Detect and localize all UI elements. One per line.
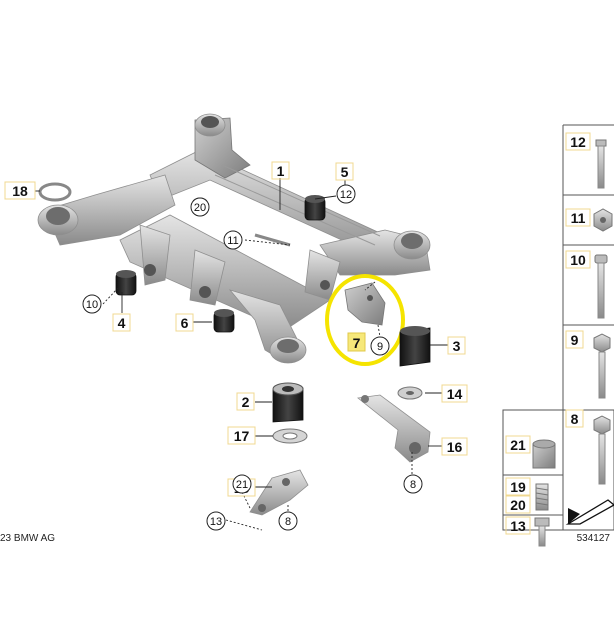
panel-label-19: 19 bbox=[505, 477, 531, 496]
callout-17: 17 bbox=[227, 426, 256, 445]
sleeve-21-icon bbox=[532, 439, 556, 469]
svg-text:20: 20 bbox=[510, 497, 526, 513]
copyright-text: 23 BMW AG bbox=[0, 533, 55, 544]
callout-14: 14 bbox=[441, 384, 468, 403]
image-number: 534127 bbox=[577, 533, 611, 544]
callout-1: 1 bbox=[271, 161, 290, 180]
panel-label-12: 12 bbox=[565, 132, 591, 151]
callout-5: 5 bbox=[335, 162, 354, 181]
callout-10: 10 bbox=[82, 294, 102, 314]
svg-text:3: 3 bbox=[453, 338, 461, 354]
callout-7: 7 bbox=[347, 332, 366, 352]
highlight-circle bbox=[325, 274, 405, 366]
bolt-9-icon bbox=[593, 333, 611, 399]
washer-part-14 bbox=[397, 386, 423, 400]
callout-18: 18 bbox=[4, 181, 36, 200]
svg-text:1: 1 bbox=[277, 163, 285, 179]
fastener-panel: 12 11 10 9 8 21 19 20 bbox=[502, 124, 614, 547]
panel-label-11: 11 bbox=[565, 208, 591, 227]
svg-text:8: 8 bbox=[285, 516, 291, 528]
svg-text:12: 12 bbox=[340, 189, 352, 201]
callout-12: 12 bbox=[336, 184, 356, 204]
svg-text:13: 13 bbox=[210, 516, 222, 528]
washer-part-17 bbox=[272, 428, 308, 444]
screw-part-11 bbox=[254, 233, 291, 247]
svg-text:20: 20 bbox=[194, 202, 206, 214]
panel-label-21: 21 bbox=[505, 435, 531, 454]
svg-text:17: 17 bbox=[234, 428, 250, 444]
svg-text:19: 19 bbox=[510, 479, 526, 495]
svg-text:8: 8 bbox=[571, 411, 579, 427]
callout-20: 20 bbox=[190, 197, 210, 217]
svg-text:10: 10 bbox=[86, 299, 98, 311]
bolt-8-icon bbox=[593, 415, 611, 485]
bushing-right-rear bbox=[304, 195, 326, 221]
svg-text:7: 7 bbox=[353, 335, 361, 351]
bushing-left-rear bbox=[115, 270, 137, 296]
panel-label-20: 20 bbox=[505, 495, 531, 514]
bracket-part-7 bbox=[344, 282, 386, 326]
callout-4: 4 bbox=[112, 313, 131, 332]
rubber-mount-part-3 bbox=[399, 326, 431, 367]
bolt-10-icon bbox=[594, 254, 608, 319]
svg-text:11: 11 bbox=[571, 210, 586, 226]
svg-text:14: 14 bbox=[447, 386, 463, 402]
bolt-12-icon bbox=[595, 139, 607, 189]
strut-part-16 bbox=[357, 394, 431, 463]
svg-text:9: 9 bbox=[571, 332, 579, 348]
callout-21: 21 bbox=[232, 474, 252, 494]
svg-text:4: 4 bbox=[118, 315, 126, 331]
svg-text:12: 12 bbox=[570, 134, 586, 150]
svg-text:9: 9 bbox=[377, 341, 383, 353]
svg-text:21: 21 bbox=[236, 479, 248, 491]
panel-label-8: 8 bbox=[565, 409, 584, 428]
svg-text:18: 18 bbox=[12, 183, 28, 199]
callout-8-right: 8 bbox=[403, 474, 423, 494]
svg-text:2: 2 bbox=[242, 394, 250, 410]
svg-text:6: 6 bbox=[181, 315, 189, 331]
ring-part-18 bbox=[38, 182, 72, 202]
strut-part-15 bbox=[249, 469, 309, 516]
svg-text:21: 21 bbox=[510, 437, 526, 453]
callout-11: 11 bbox=[223, 230, 243, 250]
svg-text:16: 16 bbox=[447, 439, 463, 455]
callout-3: 3 bbox=[447, 336, 466, 355]
callout-2: 2 bbox=[236, 392, 255, 411]
svg-text:10: 10 bbox=[570, 252, 586, 268]
callout-6: 6 bbox=[175, 313, 194, 332]
callout-8-bottom: 8 bbox=[278, 511, 298, 531]
nut-11-icon bbox=[593, 208, 613, 232]
panel-label-10: 10 bbox=[565, 250, 591, 269]
arrow-symbol-icon bbox=[565, 499, 614, 525]
svg-text:5: 5 bbox=[341, 164, 349, 180]
panel-label-13: 13 bbox=[505, 516, 531, 535]
svg-text:11: 11 bbox=[227, 235, 238, 247]
rear-subframe bbox=[37, 113, 431, 364]
rubber-mount-part-2 bbox=[272, 382, 304, 423]
panel-label-9: 9 bbox=[565, 330, 584, 349]
bolt-19-icon bbox=[535, 483, 549, 511]
svg-text:8: 8 bbox=[410, 479, 416, 491]
callout-16: 16 bbox=[441, 437, 468, 456]
bushing-front-left bbox=[213, 309, 235, 333]
svg-text:13: 13 bbox=[510, 518, 526, 534]
callout-9: 9 bbox=[370, 336, 390, 356]
bolt-13-icon bbox=[534, 517, 550, 547]
callout-13: 13 bbox=[206, 511, 226, 531]
